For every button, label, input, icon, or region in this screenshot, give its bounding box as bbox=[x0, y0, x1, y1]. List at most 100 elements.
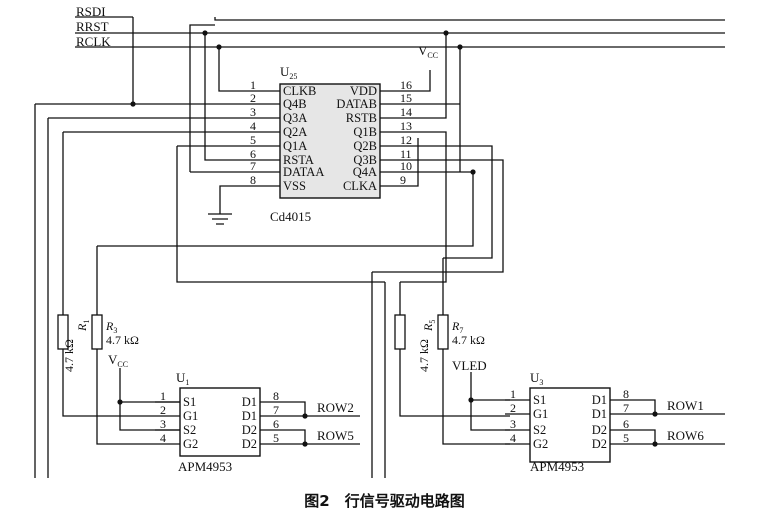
driver-pin-name: D1 bbox=[592, 407, 607, 421]
cd4015-pin-number: 5 bbox=[250, 133, 256, 147]
driver-pin-name: D2 bbox=[242, 437, 257, 451]
cd4015-pin-number: 12 bbox=[400, 133, 412, 147]
junction-dot bbox=[470, 169, 476, 175]
cd4015-pin-number: 8 bbox=[250, 173, 256, 187]
svg-text:ROW6: ROW6 bbox=[667, 428, 704, 443]
driver-pin-number: 1 bbox=[160, 389, 166, 403]
u3-body bbox=[529, 387, 611, 463]
cd4015-pin-name: CLKA bbox=[343, 179, 377, 193]
driver-pin-name: G2 bbox=[533, 437, 548, 451]
cd4015-pin-name: VSS bbox=[283, 179, 306, 193]
resistor-r1: 4.7 kΩ R1 bbox=[57, 314, 155, 417]
cd4015-pin-name: DATAA bbox=[283, 165, 324, 179]
svg-text:R7: R7 bbox=[451, 319, 463, 335]
driver-pin-number: 1 bbox=[510, 387, 516, 401]
vcc-label-top: VCC bbox=[418, 43, 438, 60]
driver-pin-number: 8 bbox=[273, 389, 279, 403]
svg-text:4.7 kΩ: 4.7 kΩ bbox=[106, 333, 139, 347]
svg-text:R3: R3 bbox=[105, 319, 117, 335]
cd4015-pin-number: 2 bbox=[250, 91, 256, 105]
u1-body bbox=[179, 387, 261, 457]
cd4015-pin-number: 3 bbox=[250, 105, 256, 119]
cd4015-pin-number: 11 bbox=[400, 147, 412, 161]
driver-pin-name: D2 bbox=[242, 423, 257, 437]
cd4015-pin-number: 4 bbox=[250, 119, 256, 133]
driver-pin-name: D1 bbox=[592, 393, 607, 407]
driver-pin-number: 8 bbox=[623, 387, 629, 401]
svg-text:R5: R5 bbox=[421, 320, 437, 332]
cd4015-pin-number: 16 bbox=[400, 78, 412, 92]
cd4015-pin-number: 15 bbox=[400, 91, 412, 105]
driver-pin-name: G1 bbox=[183, 409, 198, 423]
driver-pin-number: 7 bbox=[273, 403, 279, 417]
cd4015-part: Cd4015 bbox=[270, 209, 311, 224]
driver-pin-name: G1 bbox=[533, 407, 548, 421]
cd4015-pin-name: Q2A bbox=[283, 125, 307, 139]
driver-pin-name: G2 bbox=[183, 437, 198, 451]
cd4015-pin-name: VDD bbox=[350, 84, 377, 98]
cd4015-pin-number: 7 bbox=[250, 159, 256, 173]
svg-text:R1: R1 bbox=[75, 320, 91, 332]
driver-pin-number: 3 bbox=[510, 417, 516, 431]
cd4015-ref: U25 bbox=[280, 64, 297, 81]
svg-text:VLED: VLED bbox=[452, 358, 487, 373]
cd4015-pin-name: Q3A bbox=[283, 111, 307, 125]
svg-text:4.7 kΩ: 4.7 kΩ bbox=[62, 339, 76, 372]
cd4015-pin-name: RSTB bbox=[346, 111, 377, 125]
driver-pin-name: S1 bbox=[533, 393, 546, 407]
rsdi-line bbox=[75, 16, 725, 21]
svg-text:VCC: VCC bbox=[108, 352, 128, 369]
bus-lines bbox=[75, 16, 725, 48]
rclk-label: RCLK bbox=[76, 34, 111, 49]
resistor-r5: 4.7 kΩ R5 bbox=[394, 314, 510, 417]
cd4015-pin-name: Q2B bbox=[353, 139, 377, 153]
driver-pin-number: 5 bbox=[273, 431, 279, 445]
cd4015-body bbox=[279, 83, 381, 199]
resistor-r3: R3 4.7 kΩ bbox=[91, 314, 155, 445]
cd4015-pin-number: 1 bbox=[250, 78, 256, 92]
counter-wiring bbox=[34, 17, 504, 478]
cd4015-pin-number: 13 bbox=[400, 119, 412, 133]
driver-pin-name: S2 bbox=[183, 423, 196, 437]
cd4015-pin-name: Q4B bbox=[283, 97, 307, 111]
driver-pin-number: 6 bbox=[623, 417, 629, 431]
junction-dot bbox=[130, 101, 136, 107]
driver-pin-name: D2 bbox=[592, 423, 607, 437]
svg-text:4.7 kΩ: 4.7 kΩ bbox=[452, 333, 485, 347]
resistor-r7: R7 4.7 kΩ bbox=[437, 314, 510, 445]
svg-text:ROW2: ROW2 bbox=[317, 400, 354, 415]
driver-pin-number: 4 bbox=[510, 431, 516, 445]
driver-pin-name: D1 bbox=[242, 409, 257, 423]
svg-text:ROW5: ROW5 bbox=[317, 428, 354, 443]
cd4015-pin-number: 10 bbox=[400, 159, 412, 173]
cd4015-pin-number: 14 bbox=[400, 105, 412, 119]
cd4015-pin-name: Q4A bbox=[353, 165, 377, 179]
driver-pin-name: S1 bbox=[183, 395, 196, 409]
svg-text:4.7 kΩ: 4.7 kΩ bbox=[417, 339, 431, 372]
driver-pin-name: D2 bbox=[592, 437, 607, 451]
cd4015-pin-name: Q1B bbox=[353, 125, 377, 139]
driver-pin-number: 4 bbox=[160, 431, 166, 445]
figure-caption: 图2 行信号驱动电路图 bbox=[304, 492, 465, 510]
driver-pin-number: 7 bbox=[623, 401, 629, 415]
cd4015-pin-name: CLKB bbox=[283, 84, 316, 98]
driver-pin-number: 3 bbox=[160, 417, 166, 431]
driver-pin-name: S2 bbox=[533, 423, 546, 437]
svg-text:APM4953: APM4953 bbox=[178, 459, 232, 474]
cd4015-pin-name: Q3B bbox=[353, 153, 377, 167]
driver-pin-number: 6 bbox=[273, 417, 279, 431]
cd4015-pin-name: Q1A bbox=[283, 139, 307, 153]
svg-text:U3: U3 bbox=[530, 370, 543, 387]
cd4015-pin-name: DATAB bbox=[336, 97, 377, 111]
svg-text:ROW1: ROW1 bbox=[667, 398, 704, 413]
rrst-label: RRST bbox=[76, 19, 109, 34]
